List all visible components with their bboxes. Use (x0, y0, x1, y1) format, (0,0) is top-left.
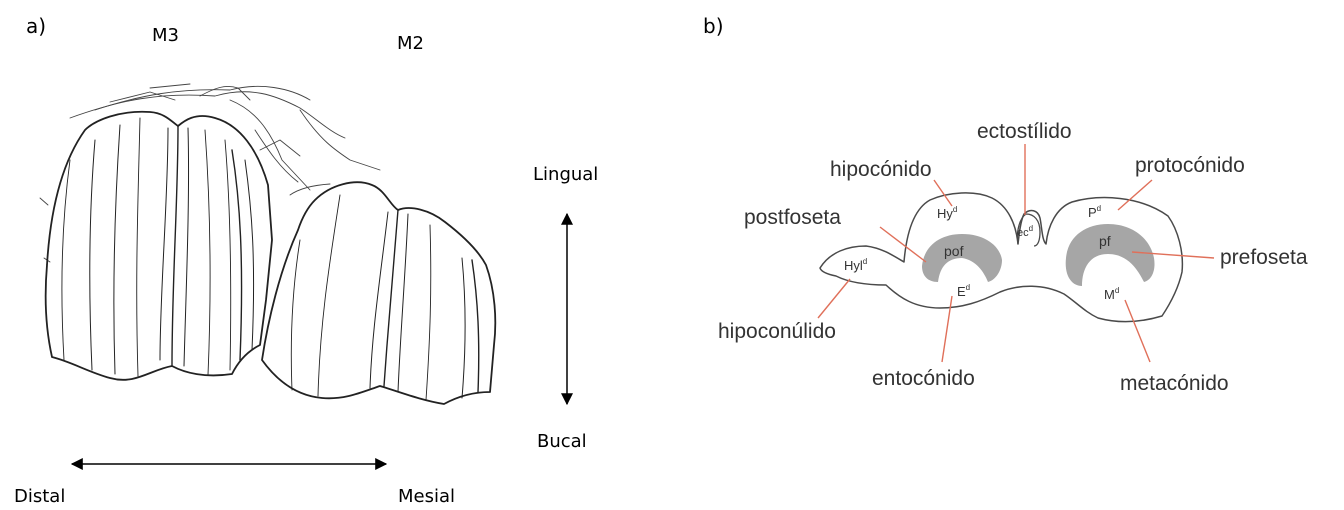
pof-label: pof (944, 243, 964, 259)
tooth-m3 (46, 112, 272, 380)
prefoseta-label: prefoseta (1220, 246, 1308, 269)
metaconido-label: metacónido (1120, 372, 1229, 395)
entoconido-label: entocónido (872, 367, 975, 390)
ectostilido-label: ectostílido (977, 120, 1072, 143)
postfoseta-label: postfoseta (744, 206, 841, 229)
occlusal-outline (820, 193, 1182, 322)
protoconido-label: protocónido (1135, 154, 1245, 177)
tooth-m2 (262, 182, 495, 404)
pf-label: pf (1099, 233, 1111, 249)
molar-drawing (40, 84, 495, 404)
hipoconulido-label: hipoconúlido (718, 320, 836, 343)
hipoconido-label: hipocónido (830, 158, 932, 181)
